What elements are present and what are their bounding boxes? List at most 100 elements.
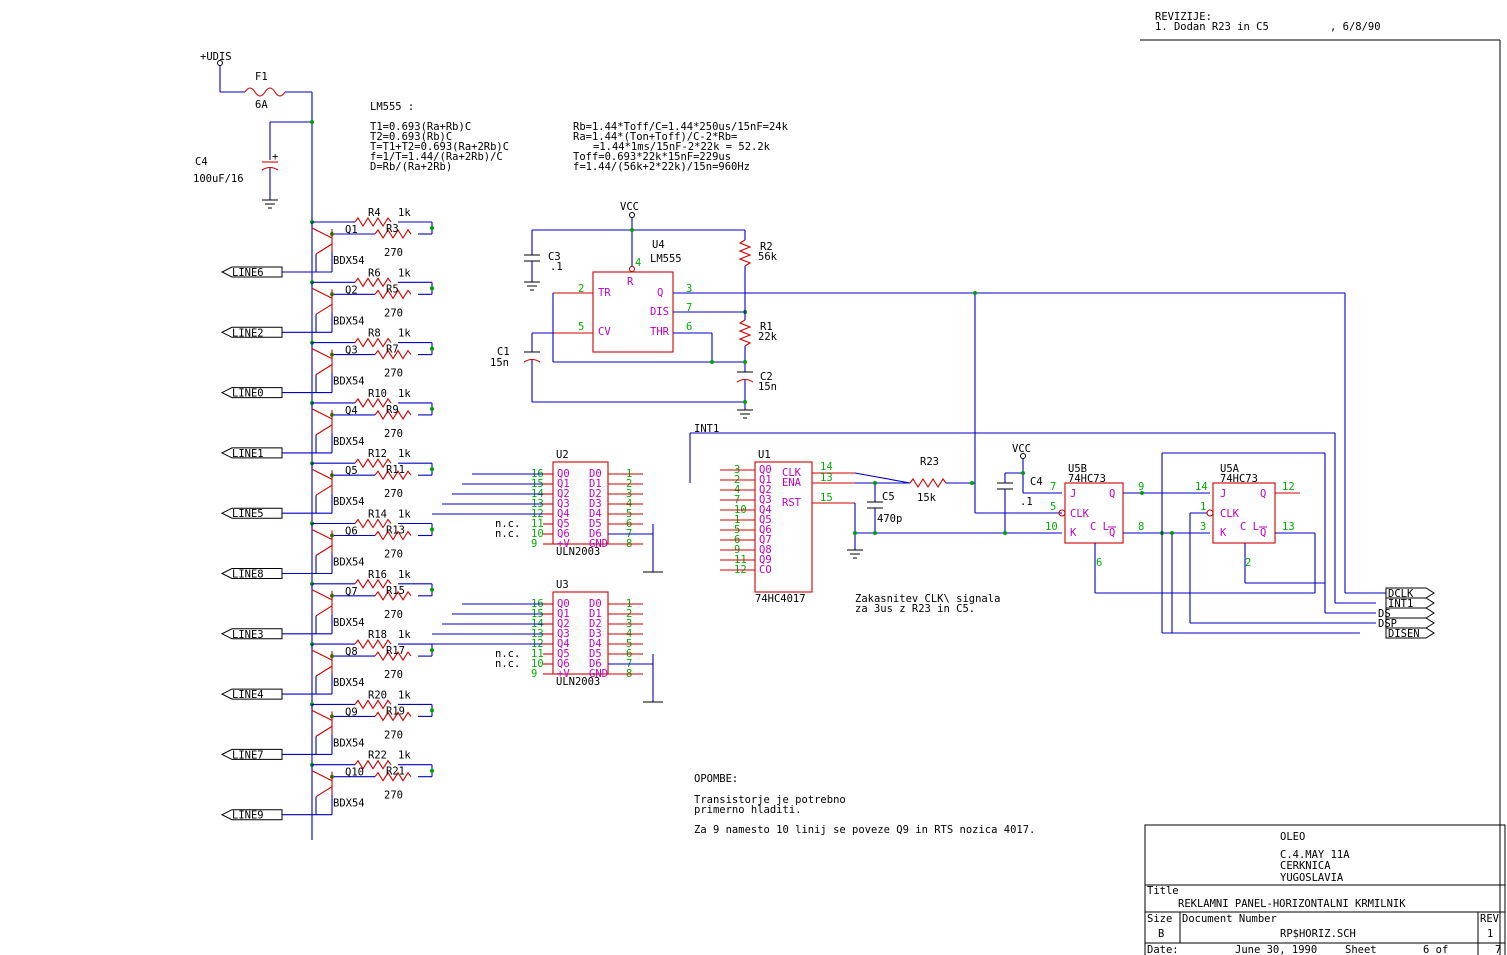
schematic-label: 7 — [686, 302, 692, 314]
line-port-label: LINE3 — [232, 629, 264, 641]
schematic-label: Q5 — [557, 648, 570, 660]
resistor-value: 1k — [398, 750, 411, 762]
schematic-label: D2 — [589, 618, 602, 630]
schematic-label: n.c. — [495, 518, 520, 530]
r1-value: 22k — [758, 331, 778, 343]
schematic-label: D4 — [589, 508, 602, 520]
schematic-label: Q6 — [557, 658, 570, 670]
schematic-label: D1 — [589, 478, 602, 490]
schematic-label: U5A — [1220, 463, 1240, 475]
schematic-label: 2 — [578, 283, 584, 295]
resistor-ref: R22 — [368, 750, 387, 762]
schematic-label: Q7 — [759, 534, 772, 546]
transistor-part: BDX54 — [333, 436, 365, 448]
resistor-ref: R10 — [368, 388, 387, 400]
schematic-label: 74HC73 — [1068, 473, 1106, 485]
port-int1: INT1 — [1385, 597, 1435, 610]
transistor-part: BDX54 — [333, 315, 365, 327]
c4b-value: .1 — [1020, 496, 1033, 508]
fuse-value: 6A — [255, 99, 268, 111]
resistor-ref: R20 — [368, 689, 387, 701]
schematic-label: Q1 — [557, 478, 570, 490]
schematic-label: D4 — [589, 638, 602, 650]
schematic-label: Q0 — [759, 464, 772, 476]
transistor-ref: Q10 — [345, 767, 364, 779]
schematic-label: 9 — [531, 668, 537, 680]
resistor-ref: R3 — [386, 223, 399, 235]
schematic-label: T=T1+T2=0.693(Ra+2Rb)C — [370, 141, 509, 153]
resistor-value: 1k — [398, 629, 411, 641]
schematic-label: CLK — [1070, 508, 1090, 520]
resistor-value: 270 — [384, 428, 403, 440]
schematic-label: Q1 — [759, 474, 772, 486]
schematic-label: Q3 — [557, 628, 570, 640]
schematic-label: 9 — [1138, 481, 1144, 493]
schematic-label: DIS — [650, 306, 669, 318]
u1-counter: U1 74HC4017 Q03Q12Q24Q37Q410Q51Q65Q76Q89… — [720, 449, 813, 605]
resistor-value: 1k — [398, 207, 411, 219]
resistor-ref: R16 — [368, 569, 387, 581]
transistor-ref: Q7 — [345, 586, 358, 598]
schematic-label: U3 — [556, 579, 569, 591]
schematic-label: U2 — [556, 449, 569, 461]
schematic-label: YUGOSLAVIA — [1280, 872, 1344, 884]
schematic-label: 3 — [686, 283, 692, 295]
transistor-part: BDX54 — [333, 617, 365, 629]
schematic-label: n.c. — [495, 528, 520, 540]
c4a-ref: C4 — [195, 156, 208, 168]
schematic-label: Zakasnitev CLK\ signala — [855, 593, 1000, 605]
transistor-ref: Q4 — [345, 405, 358, 417]
schematic-label: Q4 — [557, 638, 570, 650]
transistor-ref: Q5 — [345, 465, 358, 477]
resistor-value: 1k — [398, 448, 411, 460]
resistor-ref: R14 — [368, 509, 387, 521]
r2-ref: R2 — [760, 241, 773, 253]
schematic-label: D5 — [589, 518, 602, 530]
c1-ref: C1 — [497, 346, 510, 358]
schematic-label: 11 — [531, 648, 544, 660]
schematic-label: CV — [598, 326, 611, 338]
resistor-value: 1k — [398, 328, 411, 340]
schematic-label: June 30, 1990 — [1235, 944, 1317, 955]
schematic-label: Q8 — [759, 544, 772, 556]
schematic-label: 1 — [1487, 928, 1493, 940]
schematic-label: ULN2003 — [556, 546, 600, 558]
transistor-part: BDX54 — [333, 496, 365, 508]
schematic-label: Q6 — [759, 524, 772, 536]
transistor-part: BDX54 — [333, 798, 365, 810]
schematic-label: 10 — [531, 658, 544, 670]
u1-part: 74HC4017 — [755, 593, 806, 605]
schematic-label: B — [1158, 928, 1164, 940]
schematic-label: CLK — [782, 467, 802, 479]
schematic-label: 12 — [1282, 481, 1295, 493]
schematic-label: CLK — [1220, 508, 1240, 520]
schematic-label: ENA — [782, 477, 802, 489]
schematic-label: 1 — [1200, 501, 1206, 513]
lm555-notes: LM555 : T1=0.693(Ra+Rb)C T2=0.693(Rb)C T… — [370, 101, 789, 173]
schematic-label: =1.44*1ms/15nF-2*22k = 52.2k — [593, 141, 771, 153]
schematic-label: 9 — [531, 538, 537, 550]
schematic-label: Q6 — [557, 528, 570, 540]
resistor-value: 270 — [384, 368, 403, 380]
resistor-ref: R11 — [386, 464, 405, 476]
schematic-label: R — [627, 276, 634, 288]
schematic-label: T1=0.693(Ra+Rb)C — [370, 121, 471, 133]
schematic-label: 5 — [578, 321, 584, 333]
schematic-label: J — [1220, 488, 1226, 500]
timer-block: VCC C3 .1 U4 LM555 TR CV R Q DIS THR 2 5… — [490, 201, 1345, 419]
schematic-label: f=1/T=1.44/(Ra+2Rb)/C — [370, 151, 503, 163]
schematic-label: C.4.MAY 11A — [1280, 849, 1350, 861]
schematic-label: f=1.44/(56k+2*22k)/15n=960Hz — [573, 161, 750, 173]
u1-ref: U1 — [758, 449, 771, 461]
c1-value: 15n — [490, 357, 509, 369]
schematic-label: Q2 — [557, 488, 570, 500]
schematic-label: Size — [1147, 913, 1172, 925]
schematic-label: Q — [1260, 527, 1266, 539]
schematic-label: 4 — [635, 257, 641, 269]
